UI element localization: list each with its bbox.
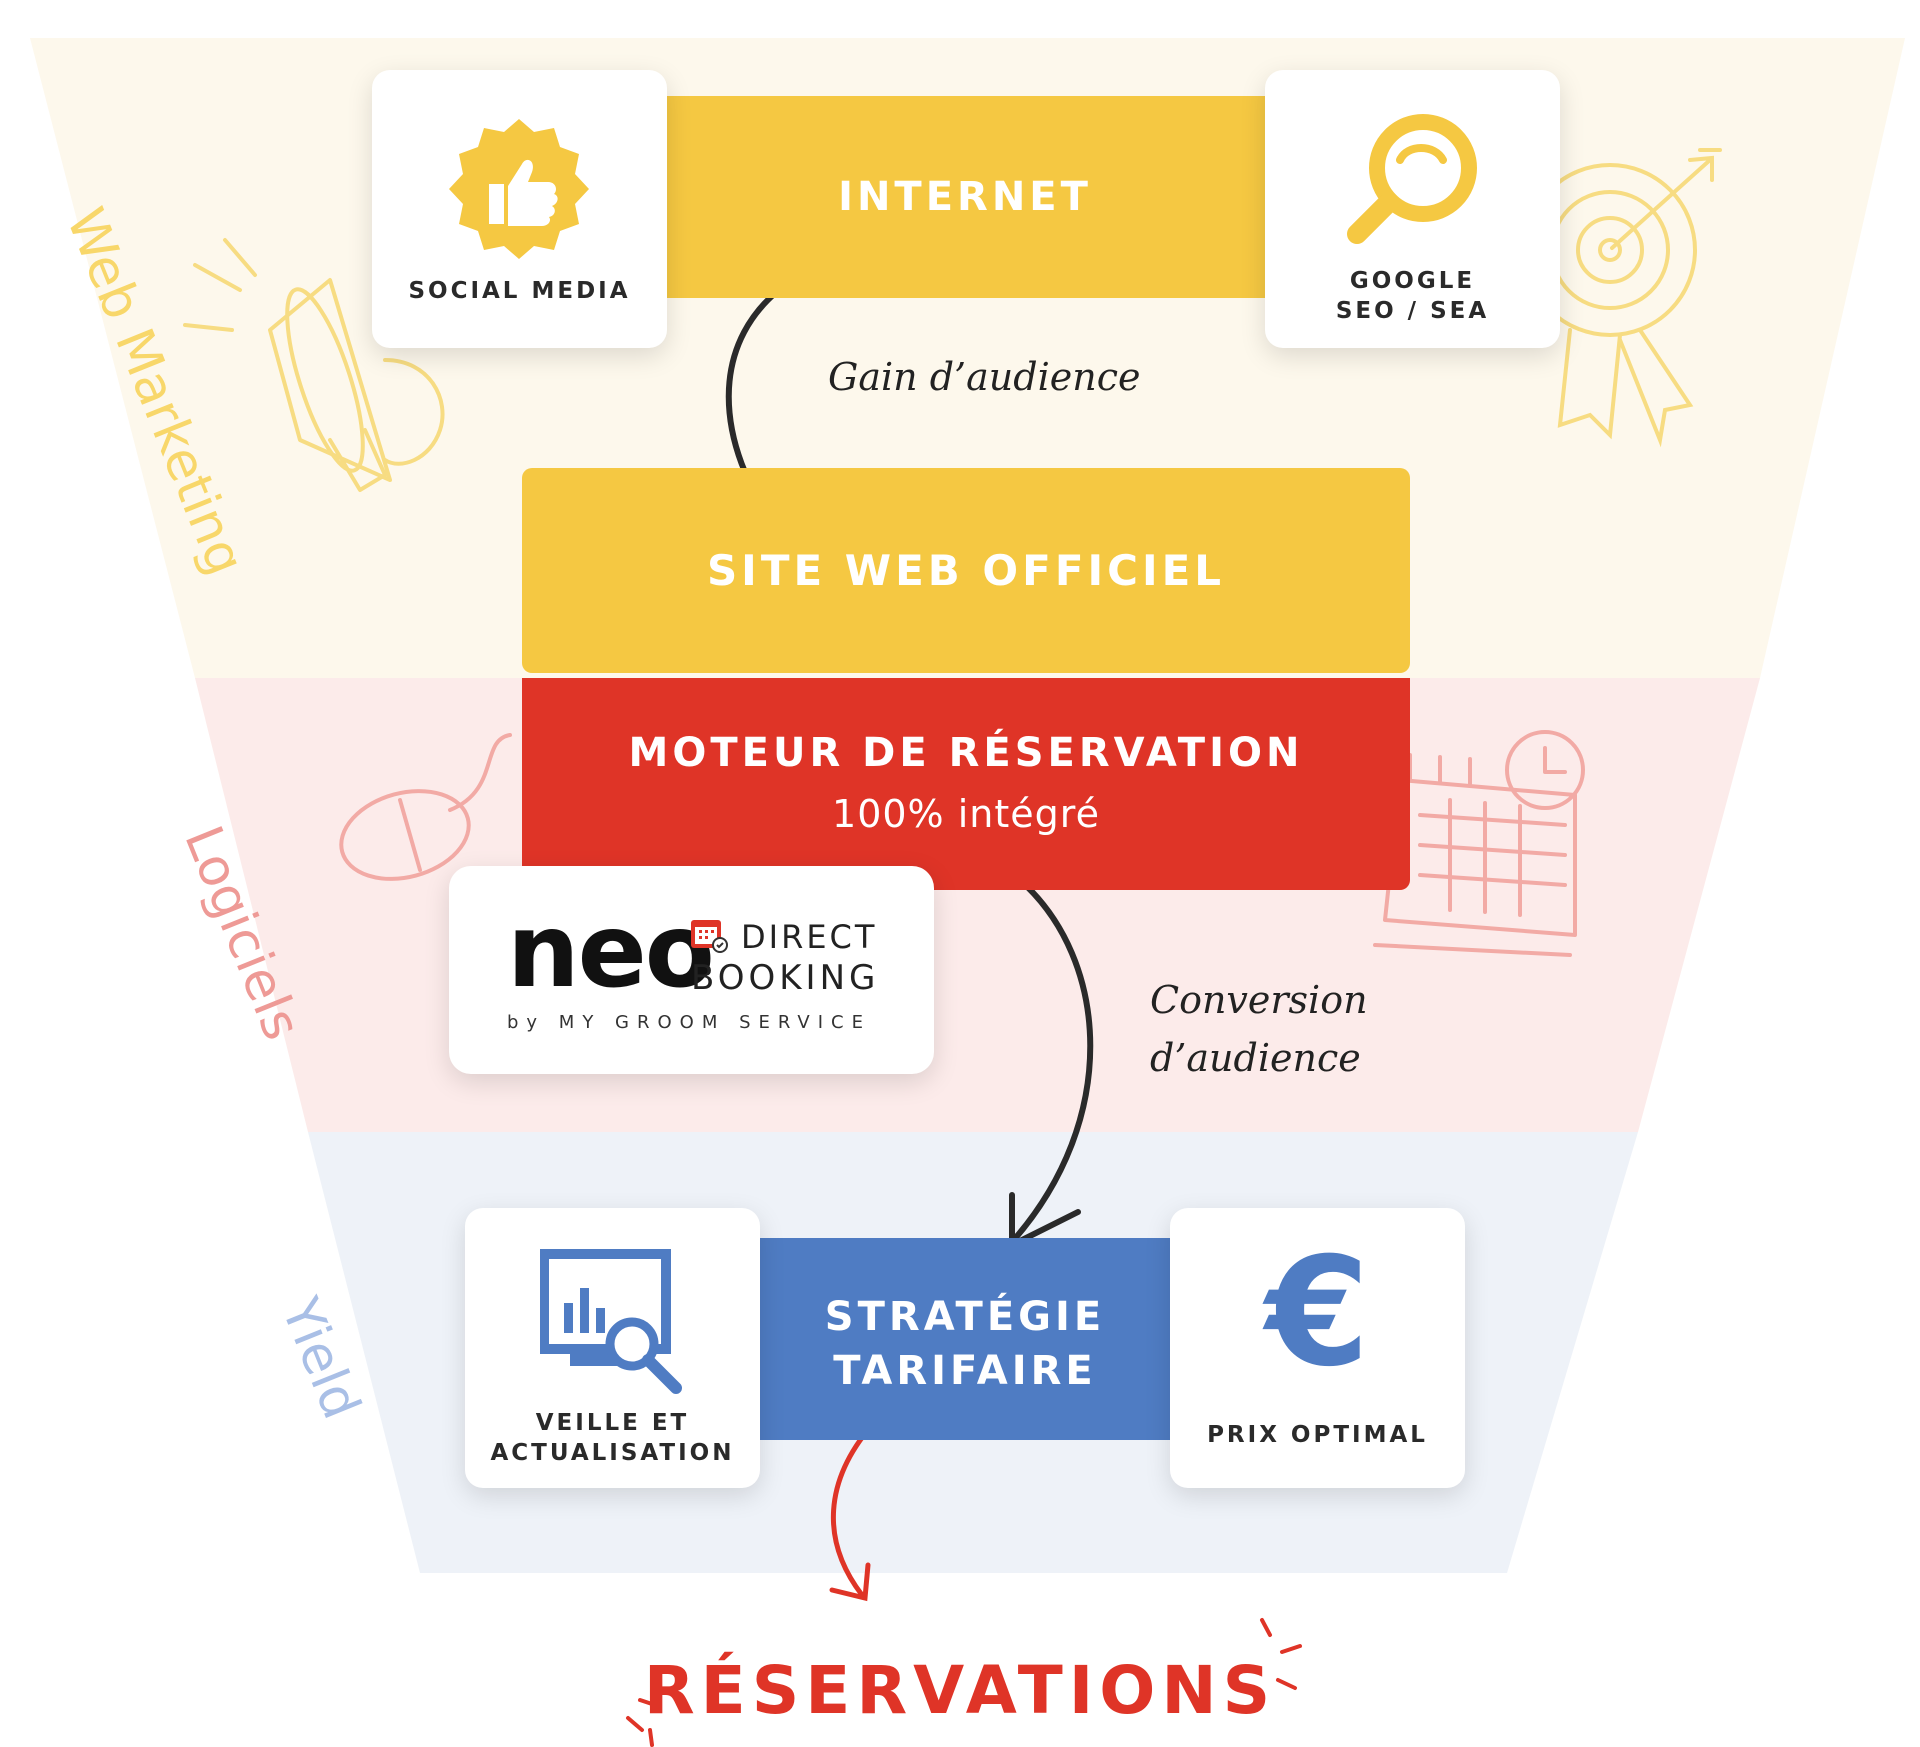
strategie-line2: TARIFAIRE (833, 1348, 1097, 1394)
mouse-doodle-icon (339, 733, 512, 881)
gain-audience-label: Gain d’audience (828, 355, 1141, 399)
neo-by-line: by MY GROOM SERVICE (507, 1012, 871, 1033)
euro-icon: € (1265, 1226, 1370, 1400)
thumbs-up-badge-icon (449, 119, 589, 259)
internet-label: INTERNET (838, 174, 1092, 220)
google-seo-card: GOOGLE SEO / SEA (1265, 70, 1560, 348)
social-media-label: SOCIAL MEDIA (408, 278, 631, 304)
calendar-check-icon (691, 920, 728, 953)
prix-optimal-label: PRIX OPTIMAL (1207, 1422, 1428, 1448)
strategie-line1: STRATÉGIE (824, 1294, 1106, 1340)
moteur-subtitle: 100% intégré (832, 792, 1100, 836)
moteur-title: MOTEUR DE RÉSERVATION (628, 730, 1304, 776)
strategie-tarifaire-bar: STRATÉGIE TARIFAIRE (755, 1238, 1175, 1440)
google-label-line2: SEO / SEA (1335, 298, 1490, 324)
analytics-monitor-icon (540, 1249, 682, 1394)
reservations-result: RÉSERVATIONS (643, 1652, 1277, 1729)
moteur-reservation-box: MOTEUR DE RÉSERVATION 100% intégré (522, 678, 1410, 890)
reservations-arrow (829, 1422, 875, 1602)
site-web-label: SITE WEB OFFICIEL (706, 546, 1226, 595)
neo-brand-logo: neo (507, 892, 715, 1011)
google-label-line1: GOOGLE (1349, 268, 1476, 294)
internet-bar: INTERNET (660, 96, 1270, 298)
conversion-label-line2: d’audience (1150, 1036, 1361, 1080)
sparkle-lines (626, 1618, 1302, 1747)
veille-actualisation-card: VEILLE ET ACTUALISATION (465, 1208, 760, 1488)
conversion-label-line1: Conversion (1150, 978, 1368, 1022)
veille-label-line1: VEILLE ET (535, 1410, 690, 1436)
magnifier-icon (1347, 114, 1477, 244)
veille-label-line2: ACTUALISATION (490, 1440, 735, 1466)
neo-direct-booking-card: neo DIRECT BOOKING by MY GROOM SERVICE (449, 866, 934, 1074)
megaphone-doodle-icon (183, 238, 445, 492)
neo-line-direct: DIRECT (741, 918, 878, 956)
social-media-card: SOCIAL MEDIA (372, 70, 667, 348)
prix-optimal-card: € PRIX OPTIMAL (1170, 1208, 1465, 1488)
neo-line-booking: BOOKING (691, 958, 880, 998)
site-web-officiel-bar: SITE WEB OFFICIEL (522, 468, 1410, 673)
